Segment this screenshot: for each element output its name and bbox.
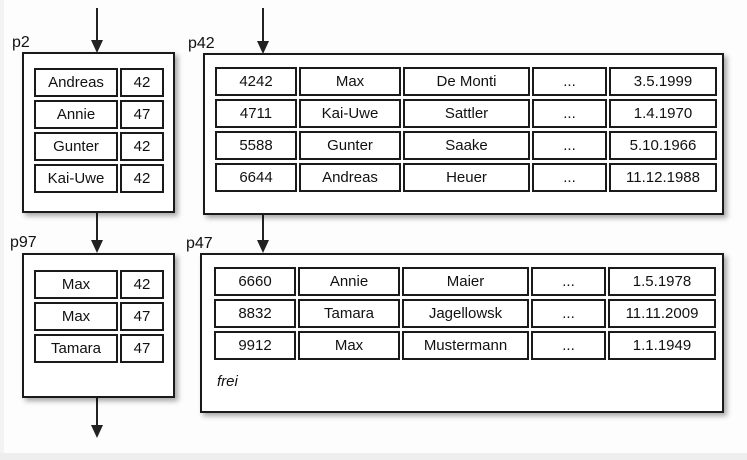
table-cell: 4711 xyxy=(215,99,297,128)
table-row: 5588 Gunter Saake ... 5.10.1966 xyxy=(215,131,717,160)
arrow-head-icon xyxy=(257,41,269,54)
table-cell: Mustermann xyxy=(402,331,529,360)
page-label-p47: p47 xyxy=(186,235,213,252)
table-cell: Kai-Uwe xyxy=(299,99,401,128)
free-space-label: frei xyxy=(217,373,238,390)
table-cell: 5588 xyxy=(215,131,297,160)
table-cell: 47 xyxy=(120,334,164,363)
table-cell: Max xyxy=(298,331,400,360)
table-cell: 11.11.2009 xyxy=(608,299,716,328)
table-row: Tamara 47 xyxy=(34,334,164,363)
table-row: 6644 Andreas Heuer ... 11.12.1988 xyxy=(215,163,717,192)
table-row: Kai-Uwe 42 xyxy=(34,164,164,193)
table-cell: 11.12.1988 xyxy=(609,163,717,192)
table-cell: De Monti xyxy=(403,67,530,96)
table-cell: 1.5.1978 xyxy=(608,267,716,296)
arrow-shaft xyxy=(96,397,98,426)
table-cell: 42 xyxy=(120,270,164,299)
table-row: 9912 Max Mustermann ... 1.1.1949 xyxy=(214,331,716,360)
table-cell: 42 xyxy=(120,132,164,161)
record-table-p97: Max 42 Max 47 Tamara 47 xyxy=(34,270,164,363)
table-row: Andreas 42 xyxy=(34,68,164,97)
table-cell: 3.5.1999 xyxy=(609,67,717,96)
table-cell: ... xyxy=(531,299,606,328)
page-edge-left xyxy=(0,0,4,460)
table-cell: Tamara xyxy=(298,299,400,328)
table-cell: Annie xyxy=(34,100,118,129)
table-cell: 47 xyxy=(120,302,164,331)
table-cell: Maier xyxy=(402,267,529,296)
record-table-p42: 4242 Max De Monti ... 3.5.1999 4711 Kai-… xyxy=(215,67,717,192)
table-cell: ... xyxy=(532,131,607,160)
table-cell: ... xyxy=(532,99,607,128)
arrow-head-icon xyxy=(91,240,103,253)
table-cell: 1.1.1949 xyxy=(608,331,716,360)
record-table-p2: Andreas 42 Annie 47 Gunter 42 Kai-Uwe 42 xyxy=(34,68,164,193)
table-row: Max 47 xyxy=(34,302,164,331)
table-cell: Max xyxy=(34,270,118,299)
table-cell: 6644 xyxy=(215,163,297,192)
page-label-p42: p42 xyxy=(188,35,215,52)
table-cell: Tamara xyxy=(34,334,118,363)
arrow-top-to-p2 xyxy=(90,8,104,53)
table-cell: 8832 xyxy=(214,299,296,328)
table-cell: 42 xyxy=(120,164,164,193)
record-table-p47: 6660 Annie Maier ... 1.5.1978 8832 Tamar… xyxy=(214,267,716,360)
table-row: 6660 Annie Maier ... 1.5.1978 xyxy=(214,267,716,296)
page-label-p2: p2 xyxy=(12,34,30,51)
table-row: Max 42 xyxy=(34,270,164,299)
arrow-p42-to-p47 xyxy=(256,214,270,253)
table-cell: Gunter xyxy=(299,131,401,160)
table-cell: 42 xyxy=(120,68,164,97)
table-cell: Sattler xyxy=(403,99,530,128)
table-cell: Annie xyxy=(298,267,400,296)
page-box-p97: Max 42 Max 47 Tamara 47 xyxy=(22,253,175,398)
arrow-p97-to-next xyxy=(90,397,104,438)
table-cell: Jagellowsk xyxy=(402,299,529,328)
table-cell: Heuer xyxy=(403,163,530,192)
table-cell: ... xyxy=(532,67,607,96)
table-row: Gunter 42 xyxy=(34,132,164,161)
arrow-shaft xyxy=(96,212,98,241)
arrow-shaft xyxy=(96,8,98,41)
table-row: 4242 Max De Monti ... 3.5.1999 xyxy=(215,67,717,96)
table-cell: Andreas xyxy=(299,163,401,192)
arrow-head-icon xyxy=(257,240,269,253)
table-cell: ... xyxy=(532,163,607,192)
arrow-shaft xyxy=(262,8,264,42)
table-cell: Kai-Uwe xyxy=(34,164,118,193)
page-box-p42: 4242 Max De Monti ... 3.5.1999 4711 Kai-… xyxy=(203,53,724,215)
table-row: Annie 47 xyxy=(34,100,164,129)
page-box-p47: 6660 Annie Maier ... 1.5.1978 8832 Tamar… xyxy=(200,253,724,413)
arrow-head-icon xyxy=(91,40,103,53)
arrow-head-icon xyxy=(91,425,103,438)
arrow-p2-to-p97 xyxy=(90,212,104,253)
table-cell: Max xyxy=(34,302,118,331)
table-cell: 47 xyxy=(120,100,164,129)
table-cell: ... xyxy=(531,267,606,296)
page-label-p97: p97 xyxy=(10,234,37,251)
table-cell: ... xyxy=(531,331,606,360)
table-row: 8832 Tamara Jagellowsk ... 11.11.2009 xyxy=(214,299,716,328)
table-cell: Gunter xyxy=(34,132,118,161)
table-cell: 6660 xyxy=(214,267,296,296)
table-row: 4711 Kai-Uwe Sattler ... 1.4.1970 xyxy=(215,99,717,128)
table-cell: Saake xyxy=(403,131,530,160)
page-edge-bottom xyxy=(0,453,747,460)
table-cell: Andreas xyxy=(34,68,118,97)
page-box-p2: Andreas 42 Annie 47 Gunter 42 Kai-Uwe 42 xyxy=(22,52,175,213)
table-cell: 4242 xyxy=(215,67,297,96)
table-cell: Max xyxy=(299,67,401,96)
table-cell: 9912 xyxy=(214,331,296,360)
table-cell: 5.10.1966 xyxy=(609,131,717,160)
table-cell: 1.4.1970 xyxy=(609,99,717,128)
arrow-top-to-p42 xyxy=(256,8,270,54)
arrow-shaft xyxy=(262,214,264,241)
